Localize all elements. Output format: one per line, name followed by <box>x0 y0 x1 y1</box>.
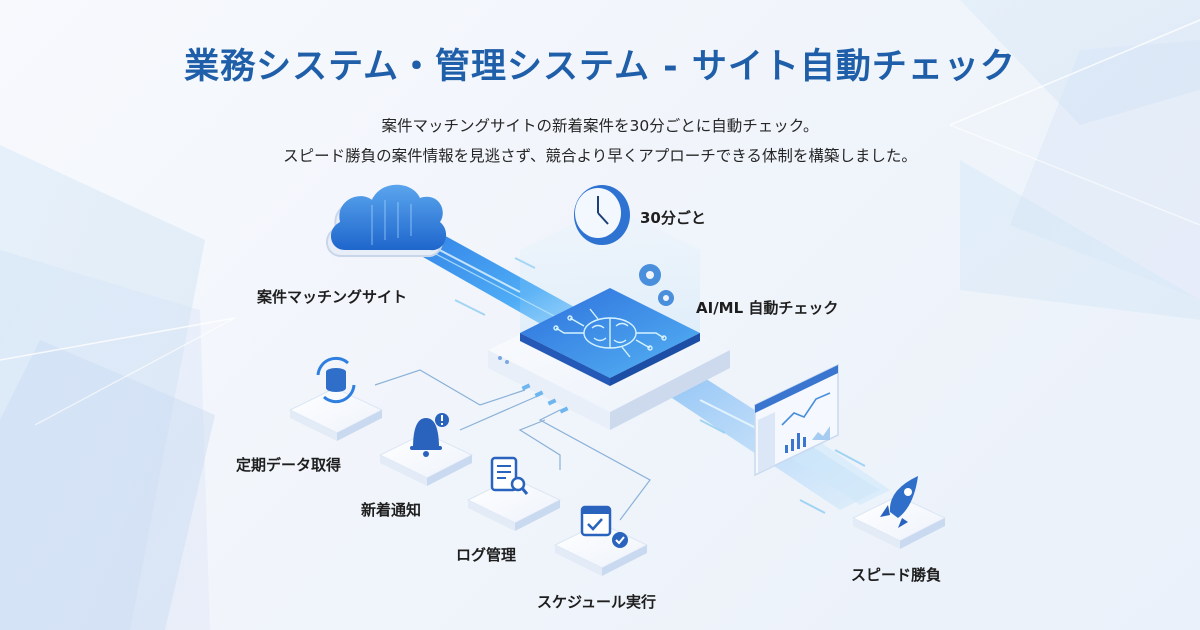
calendar-check-icon <box>580 505 628 548</box>
label-log: ログ管理 <box>456 546 517 564</box>
label-ai-check: AI/ML 自動チェック <box>696 299 839 317</box>
dashboard-chart-icon <box>754 363 839 477</box>
label-source-site: 案件マッチングサイト <box>257 288 408 306</box>
subtitle-line-2: スピード勝負の案件情報を見逃さず、競合より早くアプローチできる体制を構築しました… <box>283 147 917 165</box>
connector-cables <box>374 369 651 521</box>
header: 業務システム・管理システム - サイト自動チェック 案件マッチングサイトの新着案… <box>0 38 1200 171</box>
label-notify: 新着通知 <box>361 501 422 519</box>
rocket-icon <box>880 476 918 528</box>
label-schedule: スケジュール実行 <box>537 593 656 611</box>
label-speed: スピード勝負 <box>851 566 942 584</box>
page-subtitle: 案件マッチングサイトの新着案件を30分ごとに自動チェック。 スピード勝負の案件情… <box>0 111 1200 171</box>
clock-icon <box>574 185 630 245</box>
label-data-fetch: 定期データ取得 <box>236 456 342 474</box>
database-sync-icon <box>316 356 356 404</box>
cable-plugs <box>521 383 569 414</box>
brain-circuit-icon <box>553 308 667 358</box>
gears-icon <box>639 264 674 306</box>
result-tile <box>851 495 947 549</box>
module-tile-data-fetch <box>288 387 384 441</box>
subtitle-line-1: 案件マッチングサイトの新着案件を30分ごとに自動チェック。 <box>381 117 819 135</box>
page-title: 業務システム・管理システム - サイト自動チェック <box>184 47 1016 87</box>
module-tile-log <box>466 477 562 531</box>
bell-alert-icon <box>410 413 449 457</box>
label-interval: 30分ごと <box>640 209 706 227</box>
central-server <box>488 205 730 430</box>
log-search-icon <box>490 456 529 495</box>
cloud-icon <box>326 184 447 258</box>
